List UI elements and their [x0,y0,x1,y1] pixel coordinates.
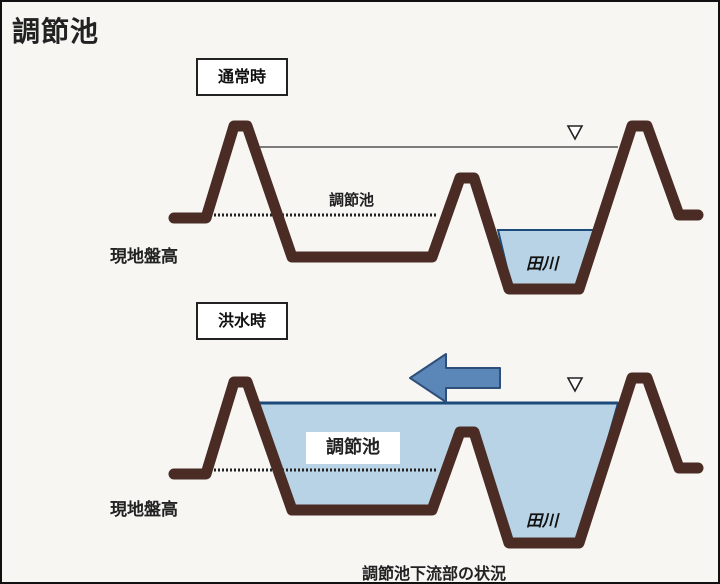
normal-ground-label: 現地盤高 [110,247,178,267]
page-title: 調節池 [12,15,100,48]
normal-cross-section [168,120,704,295]
normal-embankment [168,120,704,295]
normal-water-level-icon [566,125,584,141]
normal-pond-label: 調節池 [329,191,375,209]
normal-river-label: 田川 [526,254,559,273]
flood-pond-label: 調節池 [306,432,400,464]
flood-condition-tag: 洪水時 [196,302,288,340]
diagram-caption: 調節池下流部の状況 [362,564,507,583]
flood-ground-label: 現地盤高 [110,500,178,520]
flood-water-level-icon [566,377,584,393]
flood-cross-section [168,353,704,549]
flood-river-label: 田川 [526,511,559,530]
flood-embankment [168,372,704,549]
flood-flow-arrow-icon [409,353,501,403]
flood-water [256,402,620,542]
normal-condition-tag: 通常時 [196,58,288,96]
